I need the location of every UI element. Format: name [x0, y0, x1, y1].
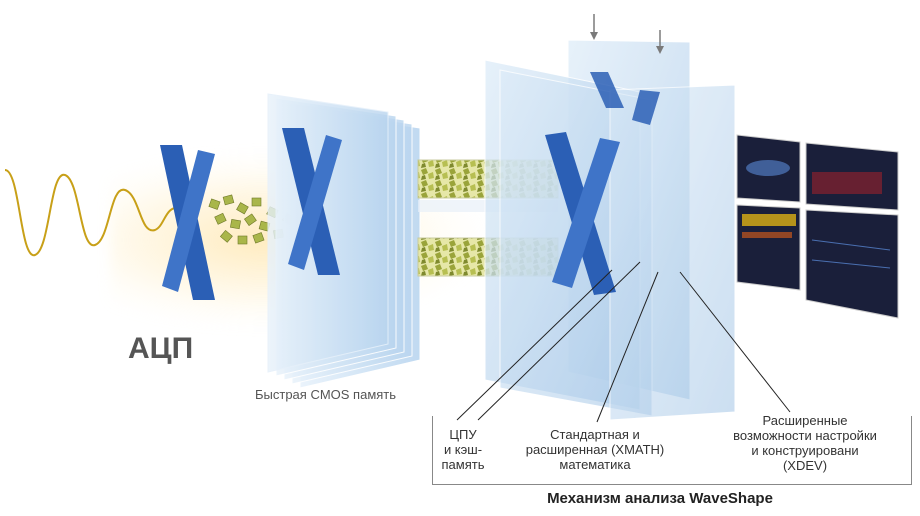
leader-lines	[456, 261, 791, 423]
waveshape-block	[484, 14, 736, 421]
customization-label: Расширенные возможности настройки и конс…	[733, 413, 877, 473]
cmos-x-shape	[282, 128, 342, 275]
adc-x-shape	[160, 145, 215, 300]
adc-label: АЦП	[128, 332, 194, 365]
display-screens	[736, 134, 899, 319]
waveshape-x-shape	[545, 132, 620, 295]
cpu-cache-label: ЦПУ и кэш- память	[441, 427, 485, 472]
diagram-caption: Механизм анализа WaveShape	[547, 490, 773, 507]
math-label: Стандартная и расширенная (XMATH) матема…	[525, 427, 665, 472]
input-signal-wave	[4, 169, 181, 256]
cmos-memory-label: Быстрая CMOS память	[255, 387, 397, 402]
waveshape-bracket	[432, 416, 912, 485]
